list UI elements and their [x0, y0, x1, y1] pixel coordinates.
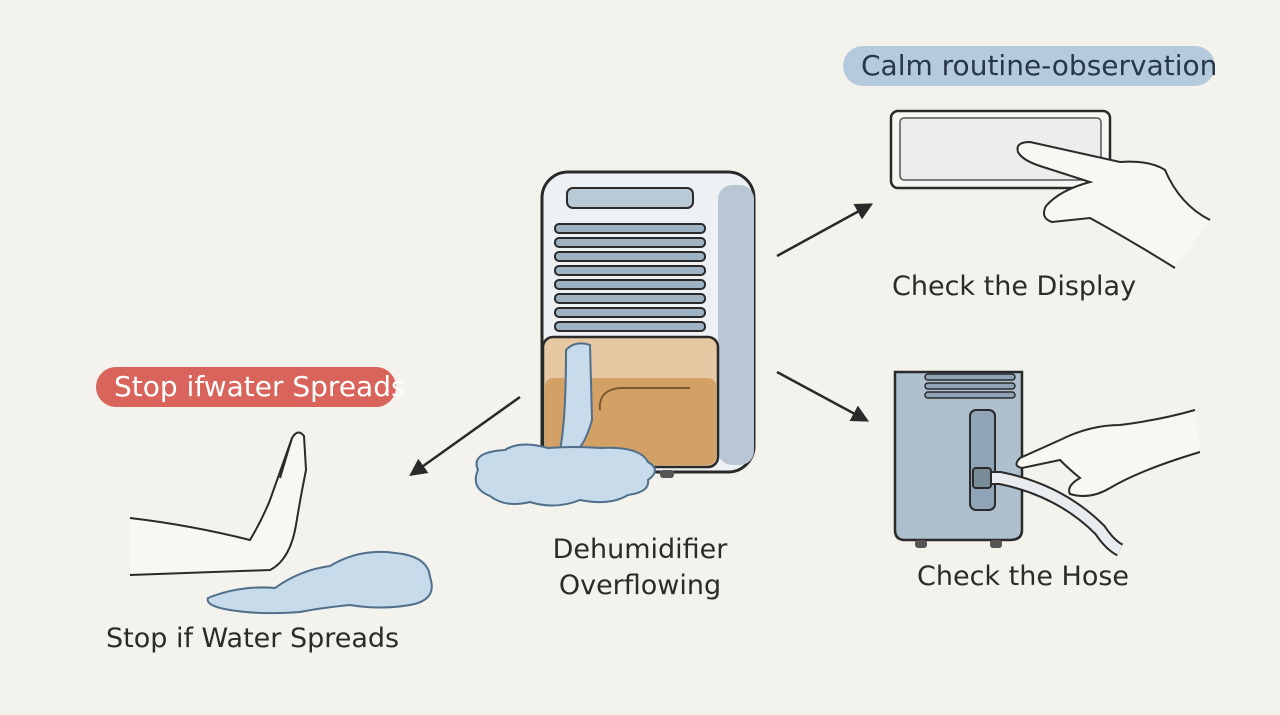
calm-observation-tag: Calm routine-observation: [843, 46, 1217, 86]
check-hose-label: Check the Hose: [917, 561, 1130, 592]
check-display-label: Check the Display: [892, 271, 1137, 302]
center-caption-line1: Dehumidifier: [552, 534, 728, 565]
spreading-puddle-icon: [206, 550, 433, 615]
stop-water-label: Stop if Water Spreads: [106, 623, 400, 654]
hose-unit-icon: [893, 370, 1124, 557]
arrows: [409, 203, 874, 477]
arrow-to-hose: [776, 370, 870, 422]
pointing-hand-icon: [1016, 140, 1211, 269]
arrow-to-stop: [409, 395, 521, 477]
stop-hand-icon: [129, 431, 308, 576]
center-caption: Dehumidifier Overflowing: [520, 532, 760, 604]
hose-hand-icon: [1015, 409, 1201, 497]
dehumidifier-icon: [474, 170, 756, 507]
stop-warning-tag: Stop ifwater Spreads: [96, 367, 406, 407]
arrow-to-display: [776, 203, 874, 258]
center-caption-line2: Overflowing: [558, 570, 722, 601]
